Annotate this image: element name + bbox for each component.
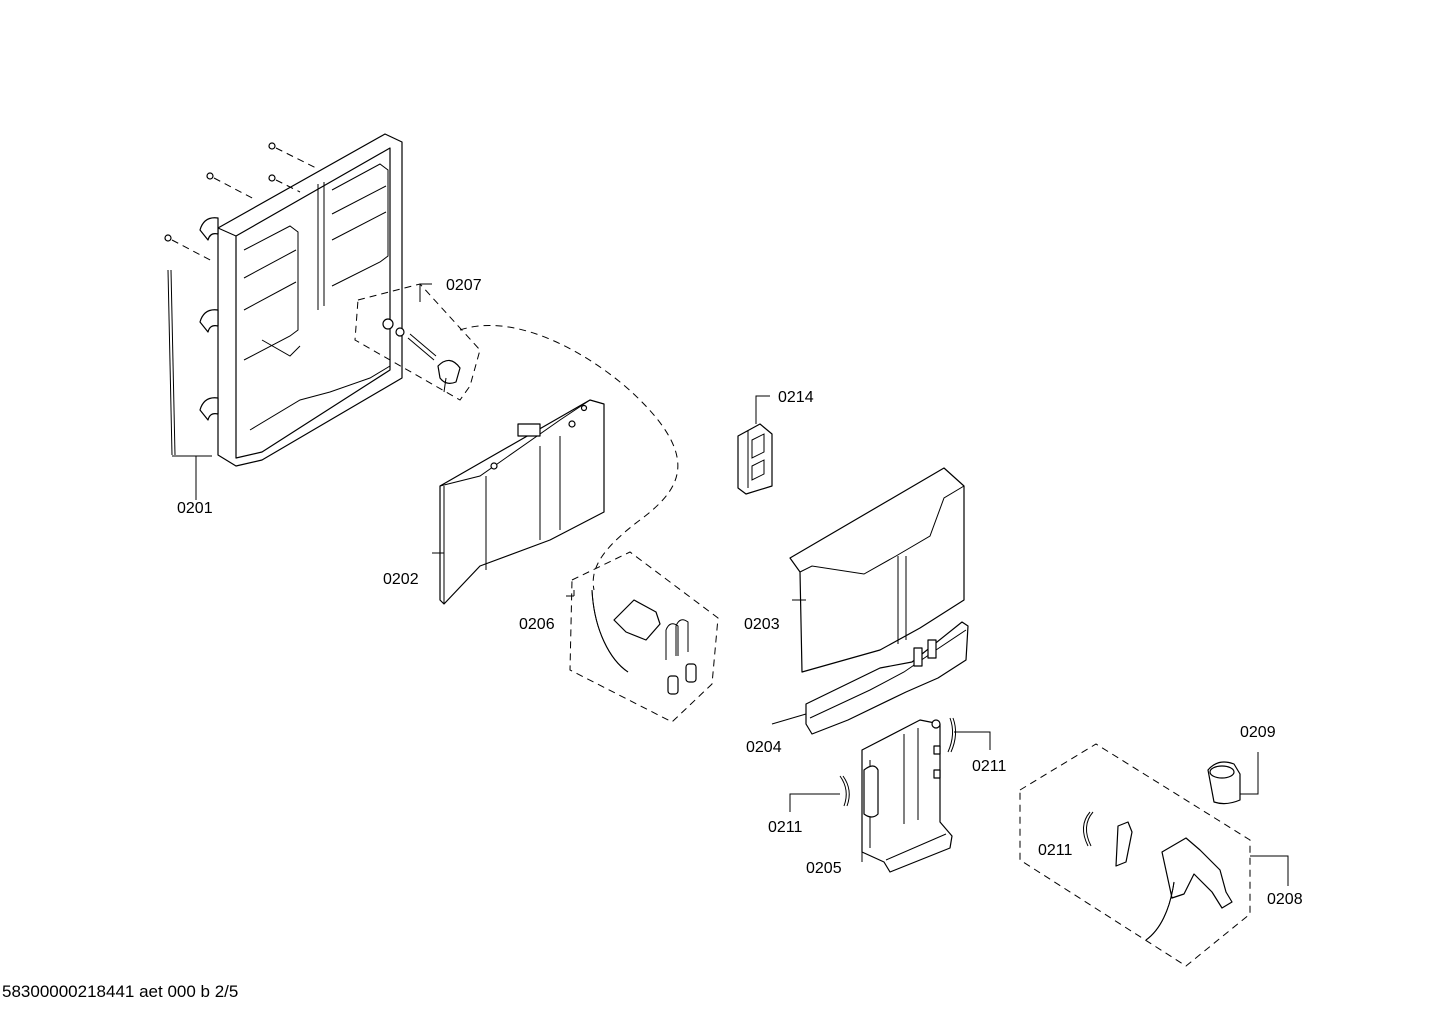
label-0204: 0204 (746, 739, 782, 756)
part-0208-hinge-kit (1019, 743, 1289, 967)
part-0205-housing (861, 719, 953, 873)
label-0214: 0214 (778, 389, 814, 406)
label-0202: 0202 (383, 571, 419, 588)
label-0211-a: 0211 (972, 758, 1007, 775)
part-0202-flap (432, 399, 605, 605)
label-0205: 0205 (806, 860, 842, 877)
label-0203: 0203 (744, 616, 780, 633)
part-0211-clip-b (947, 717, 991, 753)
part-0209-cap (1207, 752, 1259, 805)
label-0201: 0201 (177, 500, 213, 517)
part-0214-bracket (737, 395, 773, 495)
part-0201-frame (164, 133, 403, 500)
document-footer-code: 58300000218441 aet 000 b 2/5 (2, 982, 239, 1001)
label-0211-c: 0211 (1038, 842, 1073, 859)
label-0208: 0208 (1267, 891, 1303, 908)
label-0211-b: 0211 (768, 819, 803, 836)
part-0204-rail (771, 621, 969, 735)
part-0206-hose-kit (566, 551, 719, 723)
label-0207: 0207 (446, 277, 482, 294)
label-0206: 0206 (519, 616, 555, 633)
label-0209: 0209 (1240, 724, 1276, 741)
part-0211-clip-a (789, 775, 850, 812)
part-0207-valve-kit (354, 283, 679, 591)
part-0203-cover (789, 467, 965, 673)
